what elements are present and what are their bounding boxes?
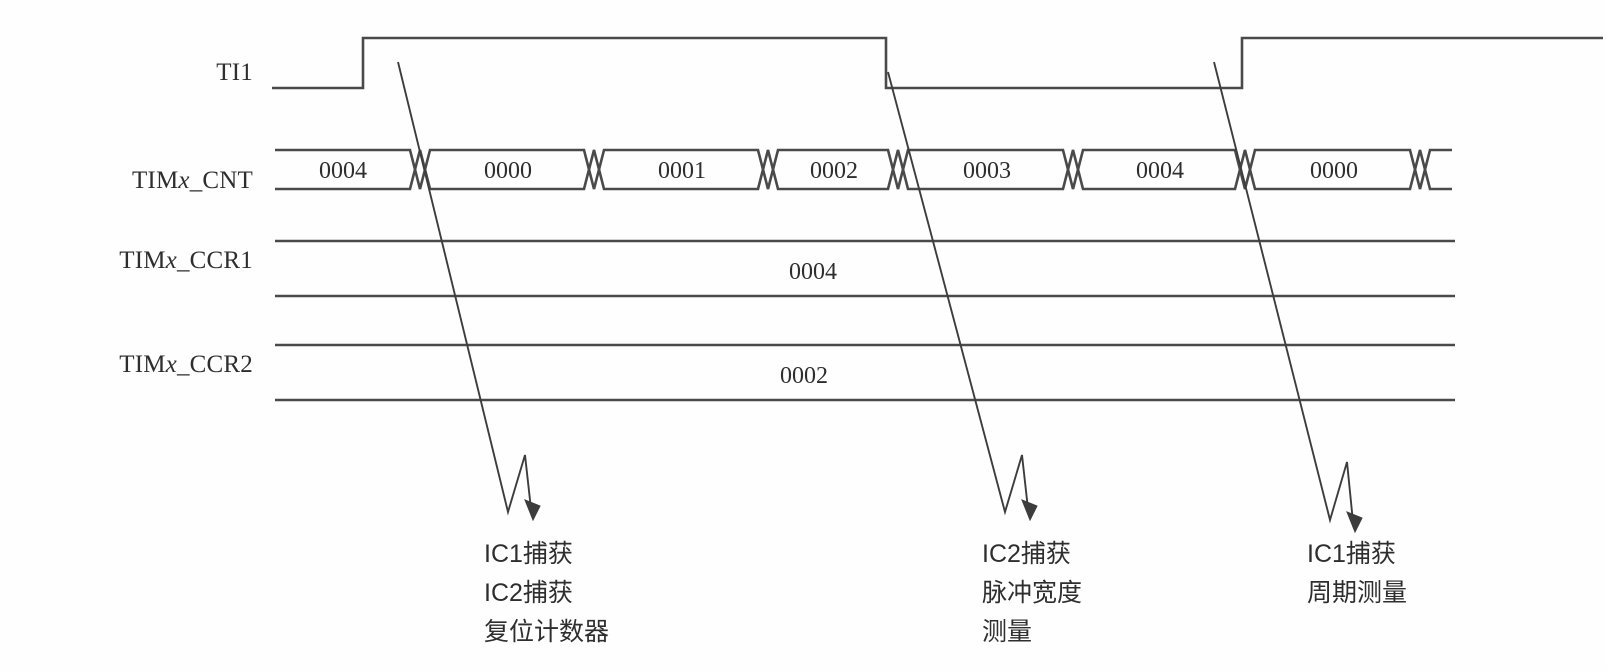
bus-value-cell: 0001 [658, 158, 706, 184]
bus-value-cell: 0004 [1136, 158, 1184, 184]
annotation-leader-line-1 [397, 61, 532, 516]
waveform-timx-cnt-top [275, 148, 1452, 190]
annotation-arrowhead-2 [1021, 499, 1038, 522]
register-value-ccr2: 0002 [780, 363, 828, 389]
annotation-text-line: 复位计数器 [484, 618, 609, 646]
bus-value-cell: 0000 [484, 158, 532, 184]
annotation-arrowhead-1 [524, 499, 541, 522]
bus-value-cell: 0004 [319, 158, 367, 184]
row-label-timx-ccr2: TIMx_CCR2 [119, 351, 253, 378]
bus-value-cell: 0002 [810, 158, 858, 184]
waveform-ti1 [272, 36, 1603, 90]
annotation-leader-line-3 [1213, 61, 1354, 524]
bus-value-cell: 0003 [963, 158, 1011, 184]
annotation-text-line: IC2捕获 [484, 579, 573, 607]
row-label-ti1: TI1 [216, 59, 253, 86]
annotation-text-line: IC1捕获 [484, 540, 573, 568]
bus-value-cell: 0000 [1310, 158, 1358, 184]
waveform-timx-cnt-bottom [275, 149, 1452, 191]
annotation-arrowhead-3 [1346, 511, 1363, 534]
annotation-text-line: 测量 [982, 618, 1032, 646]
annotation-leader-line-2 [887, 71, 1029, 516]
annotation-text-line: IC1捕获 [1307, 540, 1396, 568]
register-value-ccr1: 0004 [789, 259, 837, 285]
row-label-timx-cnt: TIMx_CNT [132, 167, 253, 194]
annotation-text-line: 脉冲宽度 [982, 579, 1082, 607]
annotation-text-line: IC2捕获 [982, 540, 1071, 568]
row-label-timx-ccr1: TIMx_CCR1 [119, 247, 253, 274]
annotation-text-line: 周期测量 [1307, 579, 1407, 607]
